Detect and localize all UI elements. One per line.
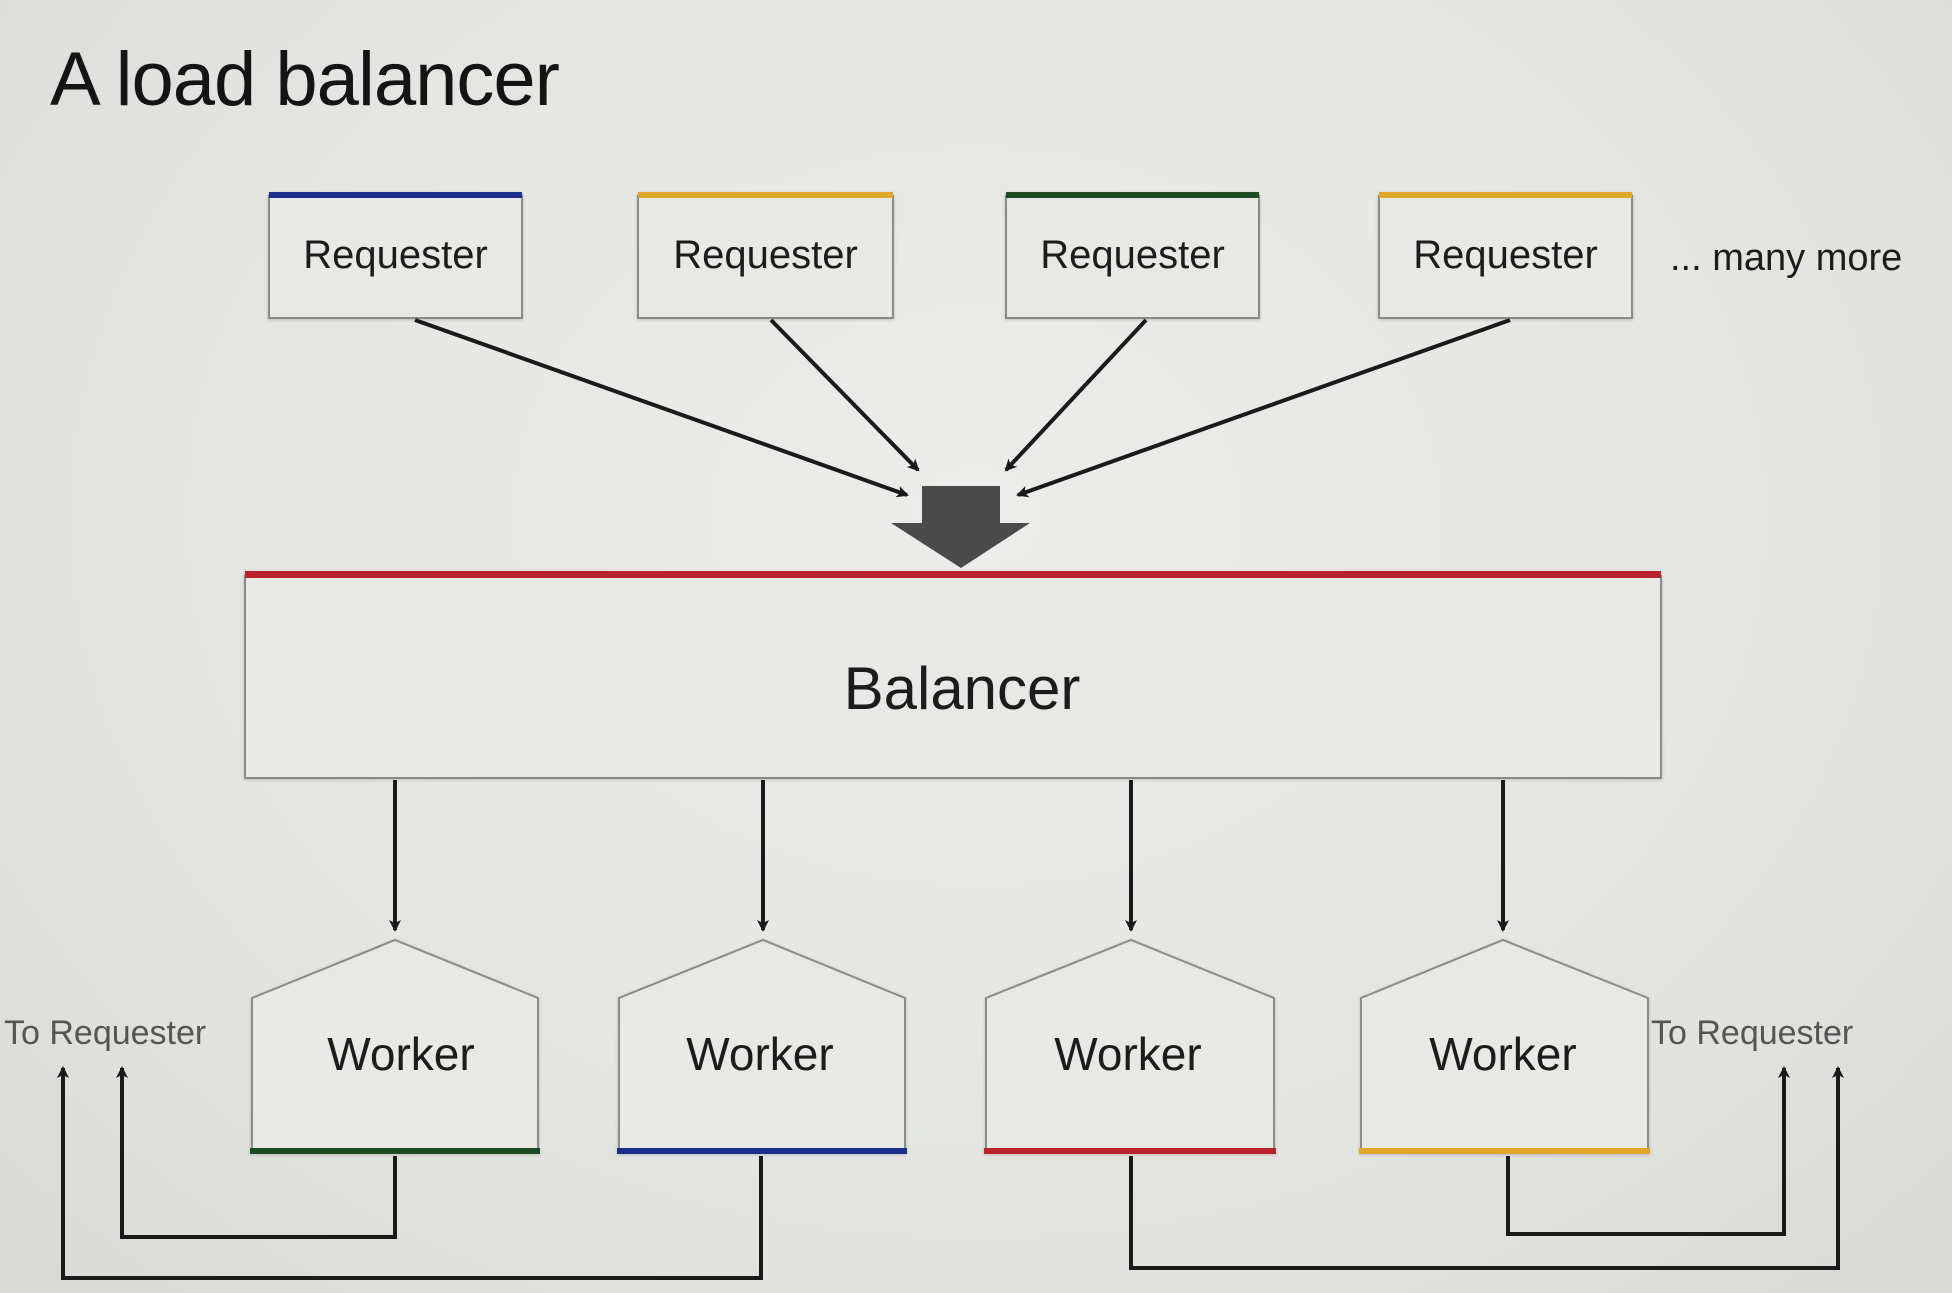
worker-box: Worker bbox=[250, 938, 540, 1154]
return-arrow bbox=[57, 1066, 763, 1280]
to-requester-label-right: To Requester bbox=[1651, 1014, 1853, 1052]
worker-label: Worker bbox=[1054, 1028, 1201, 1080]
to-requester-label-left: To Requester bbox=[4, 1014, 206, 1052]
worker-box: Worker bbox=[1359, 938, 1650, 1154]
request-arrows bbox=[414, 318, 1511, 498]
request-arrow bbox=[1016, 318, 1511, 498]
requester-label: Requester bbox=[1040, 233, 1225, 277]
request-arrow bbox=[769, 318, 920, 472]
requester-row: Requester Requester Requester Requester … bbox=[268, 192, 1902, 319]
return-arrow bbox=[1506, 1066, 1790, 1236]
worker-label: Worker bbox=[686, 1028, 833, 1080]
return-arrow bbox=[1129, 1066, 1844, 1270]
worker-box: Worker bbox=[617, 938, 907, 1154]
requester-label: Requester bbox=[1413, 233, 1598, 277]
worker-row: Worker Worker Worker Worker bbox=[250, 938, 1650, 1154]
worker-label: Worker bbox=[1429, 1028, 1576, 1080]
requester-box: Requester bbox=[1005, 192, 1260, 319]
funnel-down-arrow-icon bbox=[891, 486, 1030, 568]
slide-title: A load balancer bbox=[50, 37, 560, 122]
requester-label: Requester bbox=[673, 233, 858, 277]
return-arrows bbox=[57, 1066, 1844, 1280]
request-arrow bbox=[414, 318, 909, 498]
worker-box: Worker bbox=[984, 938, 1276, 1154]
balancer-label: Balancer bbox=[844, 655, 1081, 722]
return-arrow bbox=[116, 1066, 397, 1239]
balancer-box: Balancer bbox=[244, 571, 1662, 779]
requester-label: Requester bbox=[303, 233, 488, 277]
requester-box: Requester bbox=[637, 192, 894, 319]
many-more-label: ... many more bbox=[1670, 237, 1902, 279]
requester-box: Requester bbox=[268, 192, 523, 319]
requester-box: Requester bbox=[1378, 192, 1633, 319]
worker-label: Worker bbox=[327, 1028, 474, 1080]
dispatch-arrows bbox=[389, 780, 1509, 932]
request-arrow bbox=[1004, 318, 1148, 472]
